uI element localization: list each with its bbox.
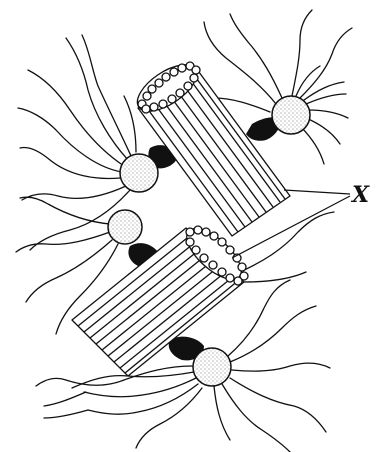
upper-centriole — [130, 56, 290, 236]
sphere-upper-right — [272, 96, 310, 134]
sphere-mid-left — [108, 210, 142, 244]
sphere-upper-left — [120, 154, 158, 192]
label-x: X — [350, 182, 370, 208]
sphere-bottom — [193, 348, 231, 386]
leader-line-upper — [284, 190, 350, 194]
